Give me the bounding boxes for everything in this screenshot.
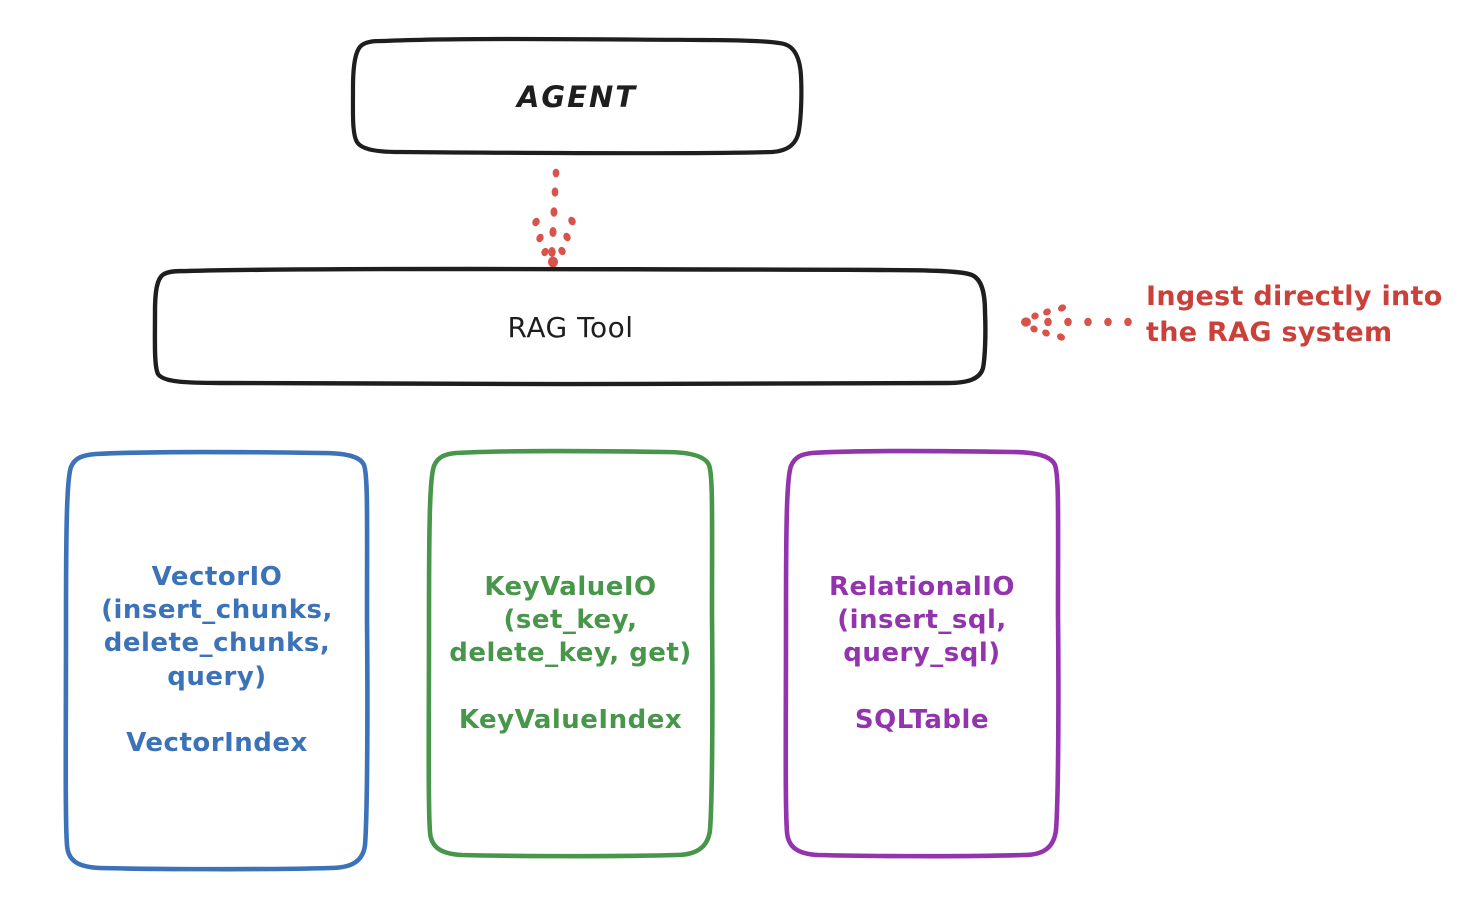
edge-agent-to-rag-tool bbox=[532, 168, 576, 268]
node-agent[interactable] bbox=[350, 36, 804, 156]
edge-ingest-arrow bbox=[1021, 304, 1132, 341]
node-vector-store[interactable] bbox=[63, 449, 370, 872]
ingest-annotation-text: Ingest directly into the RAG system bbox=[1146, 281, 1443, 348]
agent-box-outline bbox=[350, 36, 804, 156]
node-relational-store[interactable] bbox=[783, 448, 1061, 859]
node-rag-tool[interactable] bbox=[152, 266, 988, 387]
relational-store-box-outline bbox=[783, 448, 1061, 859]
rag-tool-box-outline bbox=[152, 266, 988, 387]
node-keyvalue-store[interactable] bbox=[426, 448, 715, 859]
keyvalue-store-box-outline bbox=[426, 448, 715, 859]
vector-store-box-outline bbox=[63, 449, 370, 872]
